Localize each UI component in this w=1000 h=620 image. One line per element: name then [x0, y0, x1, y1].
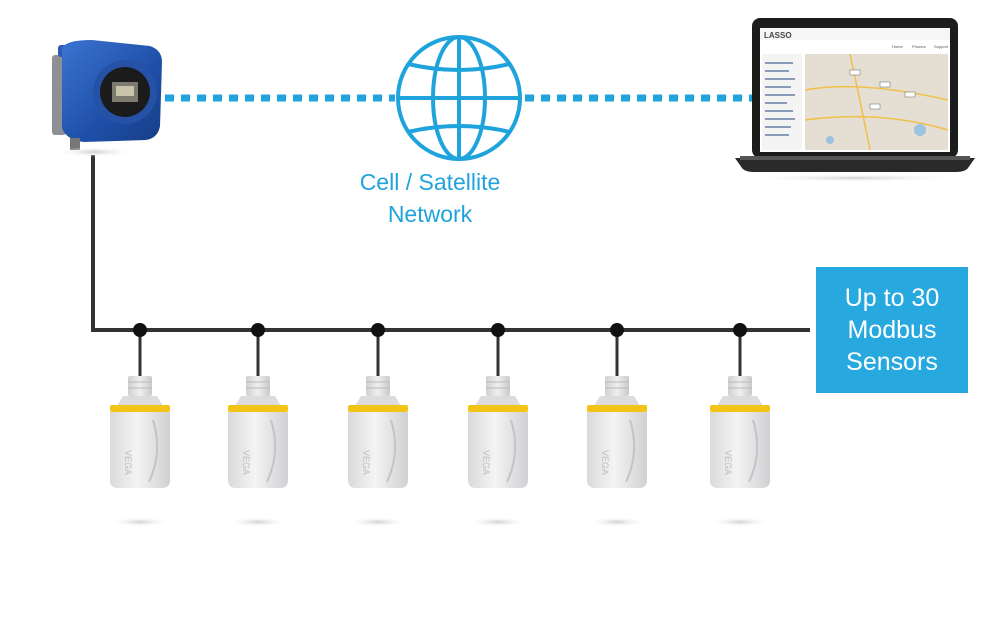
sensors — [109, 375, 771, 528]
bus-node — [251, 323, 265, 337]
sensor-count-box: Up to 30 Modbus Sensors — [816, 267, 968, 393]
globe-icon — [396, 35, 522, 161]
bus-node — [733, 323, 747, 337]
network-label-line1: Cell / Satellite — [359, 169, 501, 195]
radar-sensor — [109, 375, 171, 528]
bus-node — [371, 323, 385, 337]
laptop-icon: LASSO Home Phones Support — [735, 18, 975, 182]
bus-line — [91, 155, 810, 332]
laptop-map — [805, 54, 948, 150]
radar-sensor — [709, 375, 771, 528]
gateway-device — [52, 40, 162, 157]
bus-node — [610, 323, 624, 337]
svg-text:Support: Support — [934, 44, 949, 49]
bus-node — [491, 323, 505, 337]
radar-sensor — [467, 375, 529, 528]
radar-sensor — [586, 375, 648, 528]
sensor-box-line1: Up to 30 — [844, 284, 940, 312]
svg-text:Home: Home — [892, 44, 903, 49]
bus-node — [133, 323, 147, 337]
svg-text:Phones: Phones — [912, 44, 926, 49]
radar-sensor — [227, 375, 289, 528]
laptop-header — [760, 28, 950, 40]
sensor-box-line2: Modbus — [847, 316, 937, 344]
network-label-line2: Network — [387, 201, 473, 227]
laptop-logo: LASSO — [764, 31, 792, 40]
sensor-drops — [133, 323, 747, 390]
sensor-box-line3: Sensors — [846, 348, 938, 376]
network-label: Cell / Satellite Network — [330, 166, 530, 230]
radar-sensor — [347, 375, 409, 528]
